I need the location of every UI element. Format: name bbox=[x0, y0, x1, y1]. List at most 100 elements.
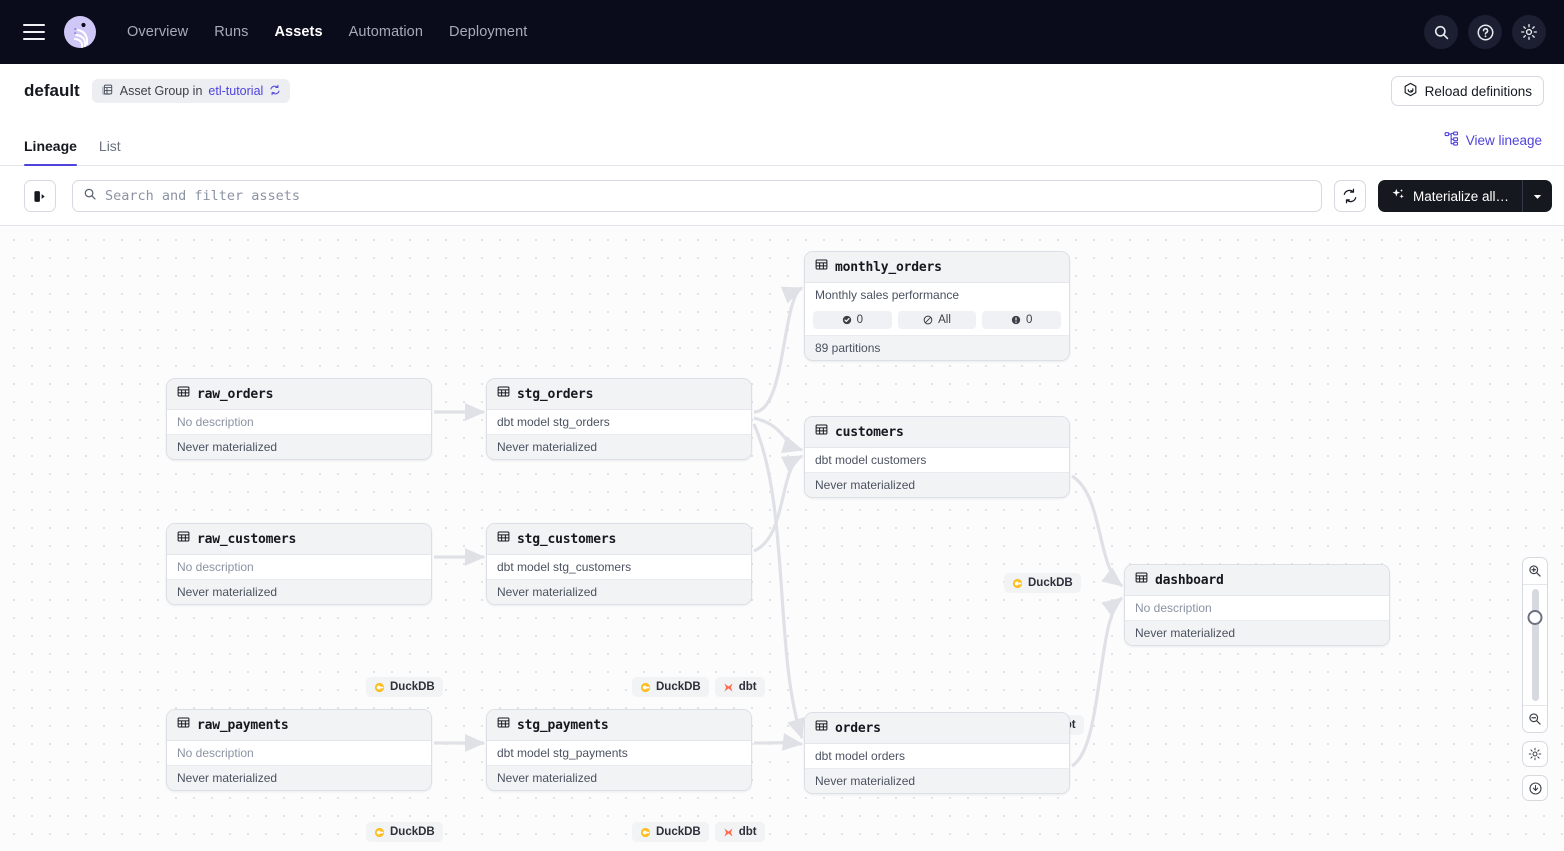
zoom-in-icon[interactable] bbox=[1523, 558, 1547, 584]
search-input[interactable] bbox=[105, 188, 1311, 204]
zoom-to-fit-icon[interactable] bbox=[1522, 775, 1548, 801]
asset-node-status: Never materialized bbox=[487, 579, 751, 604]
asset-node-header: monthly_orders bbox=[805, 252, 1069, 283]
dagster-logo-icon[interactable] bbox=[61, 13, 99, 51]
partition-status-bar: 0 All 0 bbox=[805, 307, 1069, 335]
asset-node-description: Monthly sales performance bbox=[805, 283, 1069, 307]
top-navigation-bar: Overview Runs Assets Automation Deployme… bbox=[0, 0, 1564, 64]
nav-link-overview[interactable]: Overview bbox=[127, 24, 189, 40]
tag-duckdb[interactable]: DuckDB bbox=[366, 822, 443, 842]
sparkle-icon bbox=[1391, 187, 1406, 205]
zoom-slider[interactable] bbox=[1523, 585, 1547, 705]
partition-chip-failed[interactable]: 0 bbox=[982, 311, 1062, 329]
partition-chip-materialized[interactable]: 0 bbox=[813, 311, 892, 329]
refresh-icon[interactable] bbox=[1334, 180, 1366, 212]
asset-node-title: raw_customers bbox=[197, 531, 297, 547]
tab-lineage[interactable]: Lineage bbox=[24, 139, 77, 166]
asset-tags-monthly_orders: DuckDB bbox=[1004, 573, 1081, 593]
view-lineage-label: View lineage bbox=[1465, 132, 1542, 148]
primary-nav-links: Overview Runs Assets Automation Deployme… bbox=[127, 24, 527, 40]
tag-duckdb[interactable]: DuckDB bbox=[1004, 573, 1081, 593]
tag-dbt[interactable]: dbt bbox=[714, 822, 765, 842]
asset-node-orders[interactable]: orders dbt model orders Never materializ… bbox=[804, 712, 1070, 794]
lineage-icon bbox=[1444, 131, 1459, 149]
nav-link-assets[interactable]: Assets bbox=[274, 24, 323, 40]
asset-node-status: Never materialized bbox=[1125, 620, 1389, 645]
asset-node-header: orders bbox=[805, 713, 1069, 744]
table-asset-icon bbox=[497, 716, 510, 734]
nav-link-automation[interactable]: Automation bbox=[348, 24, 424, 40]
tag-label: DuckDB bbox=[656, 826, 701, 838]
help-icon[interactable] bbox=[1468, 15, 1502, 49]
reload-icon[interactable] bbox=[269, 84, 281, 99]
dbt-icon bbox=[724, 682, 733, 692]
table-asset-icon bbox=[815, 423, 828, 441]
asset-node-description: dbt model stg_customers bbox=[487, 555, 751, 579]
tag-dbt[interactable]: dbt bbox=[714, 677, 765, 697]
asset-node-monthly_orders[interactable]: monthly_orders Monthly sales performance… bbox=[804, 251, 1070, 361]
asset-node-dashboard[interactable]: dashboard No description Never materiali… bbox=[1124, 564, 1390, 646]
toggle-sidebar-icon[interactable] bbox=[24, 180, 56, 212]
zoom-slider-rail bbox=[1531, 589, 1539, 701]
asset-node-title: dashboard bbox=[1155, 572, 1224, 588]
asset-node-raw_customers[interactable]: raw_customers No description Never mater… bbox=[166, 523, 432, 605]
asset-node-title: stg_orders bbox=[517, 386, 594, 402]
exclamation-circle-icon bbox=[1011, 315, 1021, 325]
hamburger-menu-icon[interactable] bbox=[23, 24, 45, 40]
table-asset-icon bbox=[177, 385, 190, 403]
assets-toolbar: Materialize all… bbox=[0, 167, 1564, 226]
table-asset-icon bbox=[1135, 571, 1148, 589]
duckdb-icon bbox=[640, 682, 651, 692]
search-icon[interactable] bbox=[1424, 15, 1458, 49]
materialize-button-group: Materialize all… bbox=[1378, 180, 1553, 212]
asset-node-status: Never materialized bbox=[167, 434, 431, 459]
asset-node-stg_orders[interactable]: stg_orders dbt model stg_orders Never ma… bbox=[486, 378, 752, 460]
asset-group-chip-link[interactable]: etl-tutorial bbox=[208, 84, 264, 98]
nav-actions bbox=[1424, 15, 1546, 49]
partition-chip-missing[interactable]: All bbox=[897, 311, 977, 329]
asset-node-status: Never materialized bbox=[805, 768, 1069, 793]
gear-icon[interactable] bbox=[1512, 15, 1546, 49]
zoom-out-icon[interactable] bbox=[1523, 706, 1547, 732]
asset-node-raw_payments[interactable]: raw_payments No description Never materi… bbox=[166, 709, 432, 791]
graph-settings-icon[interactable] bbox=[1522, 741, 1548, 767]
chevron-down-icon[interactable] bbox=[1522, 180, 1552, 212]
asset-tags-stg_orders: DuckDB dbt bbox=[632, 677, 765, 697]
asset-node-stg_customers[interactable]: stg_customers dbt model stg_customers Ne… bbox=[486, 523, 752, 605]
asset-node-raw_orders[interactable]: raw_orders No description Never material… bbox=[166, 378, 432, 460]
search-icon bbox=[83, 187, 97, 206]
zoom-slider-knob[interactable] bbox=[1527, 610, 1543, 625]
reload-definitions-button[interactable]: Reload definitions bbox=[1390, 76, 1544, 106]
nav-link-runs[interactable]: Runs bbox=[214, 24, 249, 40]
materialize-all-label: Materialize all… bbox=[1413, 188, 1510, 204]
nav-link-deployment[interactable]: Deployment bbox=[449, 24, 528, 40]
asset-node-description: dbt model orders bbox=[805, 744, 1069, 768]
page-title: default bbox=[24, 81, 80, 100]
asset-group-chip[interactable]: Asset Group in etl-tutorial bbox=[91, 79, 291, 103]
asset-group-icon bbox=[101, 83, 114, 99]
tab-list[interactable]: List bbox=[98, 138, 121, 154]
asset-node-partitions-count: 89 partitions bbox=[805, 335, 1069, 360]
asset-node-title: raw_orders bbox=[197, 386, 274, 402]
tag-duckdb[interactable]: DuckDB bbox=[632, 822, 709, 842]
reload-definitions-icon bbox=[1403, 82, 1418, 100]
asset-node-status: Never materialized bbox=[805, 472, 1069, 497]
asset-node-stg_payments[interactable]: stg_payments dbt model stg_payments Neve… bbox=[486, 709, 752, 791]
asset-node-header: stg_payments bbox=[487, 710, 751, 741]
asset-node-title: monthly_orders bbox=[835, 259, 942, 275]
tag-duckdb[interactable]: DuckDB bbox=[632, 677, 709, 697]
view-lineage-link[interactable]: View lineage bbox=[1444, 131, 1542, 149]
asset-node-header: raw_payments bbox=[167, 710, 431, 741]
materialize-all-button[interactable]: Materialize all… bbox=[1378, 180, 1522, 212]
asset-tags-raw_orders: DuckDB bbox=[366, 677, 443, 697]
search-and-filter-container[interactable] bbox=[72, 180, 1322, 212]
tag-label: DuckDB bbox=[390, 826, 435, 838]
asset-node-customers[interactable]: customers dbt model customers Never mate… bbox=[804, 416, 1070, 498]
asset-node-header: raw_orders bbox=[167, 379, 431, 410]
table-asset-icon bbox=[177, 716, 190, 734]
asset-lineage-graph[interactable]: raw_orders No description Never material… bbox=[0, 226, 1564, 851]
asset-node-title: stg_customers bbox=[517, 531, 617, 547]
duckdb-icon bbox=[374, 682, 385, 692]
table-asset-icon bbox=[177, 530, 190, 548]
tag-duckdb[interactable]: DuckDB bbox=[366, 677, 443, 697]
